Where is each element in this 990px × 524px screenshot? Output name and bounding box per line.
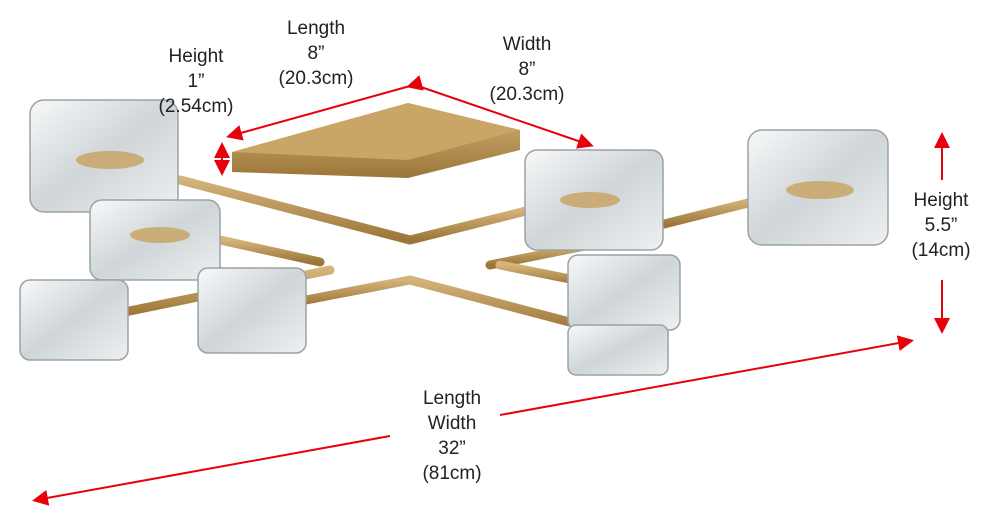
label-canopy-height: Height 1” (2.54cm) [148, 44, 244, 119]
label-title: Height [168, 46, 224, 67]
bulbs [76, 151, 854, 243]
label-imperial: 1” [187, 71, 205, 92]
label-title: Length [286, 18, 346, 39]
label-title: Width [427, 413, 477, 434]
label-overall-length-width: Length Width 32” (81cm) [402, 386, 502, 486]
label-overall-height: Height 5.5” (14cm) [900, 188, 982, 263]
label-title: Width [502, 34, 552, 55]
arms [105, 140, 765, 335]
label-title: Height [913, 190, 969, 211]
dimension-arrows [32, 75, 950, 506]
label-metric: (2.54cm) [158, 96, 234, 117]
label-imperial: 32” [438, 438, 466, 459]
label-title: Length [422, 388, 482, 409]
label-canopy-width: Width 8” (20.3cm) [477, 32, 577, 107]
label-canopy-length: Length 8” (20.3cm) [266, 16, 366, 91]
label-metric: (81cm) [422, 463, 482, 484]
label-imperial: 8” [307, 43, 325, 64]
label-metric: (20.3cm) [278, 68, 354, 89]
label-metric: (14cm) [911, 240, 971, 261]
label-imperial: 5.5” [924, 215, 958, 236]
label-imperial: 8” [518, 59, 536, 80]
label-metric: (20.3cm) [489, 84, 565, 105]
